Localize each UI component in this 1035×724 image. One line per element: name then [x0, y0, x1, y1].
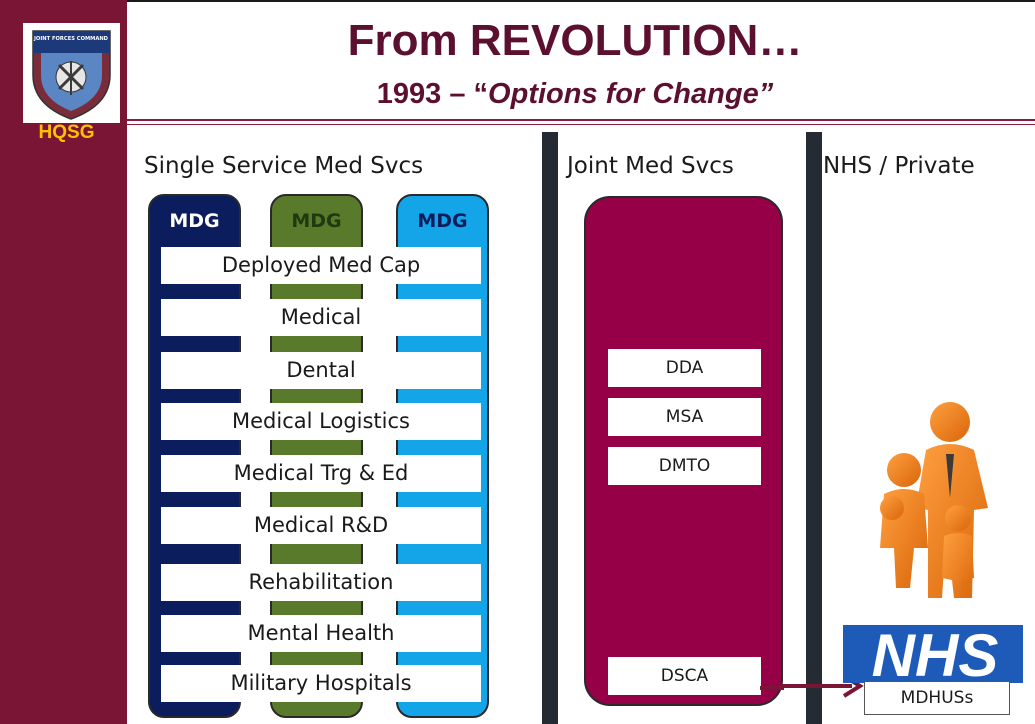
- capability-row: Medical R&D: [161, 507, 481, 544]
- subtitle-prefix: 1993 – “: [376, 78, 489, 110]
- capability-row: Mental Health: [161, 615, 481, 652]
- title-underline: [127, 119, 1035, 121]
- subtitle-italic: Options for Change”: [488, 78, 774, 110]
- column-divider-right: [806, 132, 822, 724]
- pillar-label: MDG: [291, 210, 342, 232]
- joint-box-dsca: DSCA: [608, 657, 761, 695]
- capability-row: Medical Logistics: [161, 403, 481, 440]
- joint-box-dmto: DMTO: [608, 447, 761, 485]
- column-divider-left: [542, 132, 558, 724]
- capability-row: Military Hospitals: [161, 665, 481, 702]
- hqsg-badge: HQSG: [38, 122, 95, 143]
- crest-logo: JOINT FORCES COMMAND: [23, 23, 120, 123]
- capability-row: Dental: [161, 352, 481, 389]
- pillar-label: MDG: [169, 210, 220, 232]
- nhs-logo: NHS: [843, 622, 1023, 689]
- family-icon: [880, 402, 988, 598]
- column-heading-joint: Joint Med Svcs: [567, 153, 734, 179]
- crest-text: JOINT FORCES COMMAND: [33, 36, 109, 42]
- capability-row: Rehabilitation: [161, 564, 481, 601]
- column-heading-single-service: Single Service Med Svcs: [144, 153, 424, 179]
- capability-row: Medical Trg & Ed: [161, 455, 481, 492]
- pillar-label: MDG: [417, 210, 468, 232]
- column-heading-nhs: NHS / Private: [823, 153, 975, 179]
- page-title: From REVOLUTION…: [347, 16, 803, 65]
- mdhus-box: MDHUSs: [864, 681, 1010, 715]
- capability-row: Medical: [161, 299, 481, 336]
- top-border: [0, 0, 1035, 2]
- nhs-logo-text: NHS: [872, 625, 999, 685]
- capability-row: Deployed Med Cap: [161, 247, 481, 284]
- nhs-logo-icon: NHS: [843, 622, 1023, 689]
- joint-box-msa: MSA: [608, 398, 761, 436]
- page-subtitle: 1993 – “Options for Change”: [180, 76, 970, 112]
- joint-box-dda: DDA: [608, 349, 761, 387]
- title-underline-thin: [127, 124, 1035, 125]
- crest-icon: JOINT FORCES COMMAND: [32, 30, 111, 120]
